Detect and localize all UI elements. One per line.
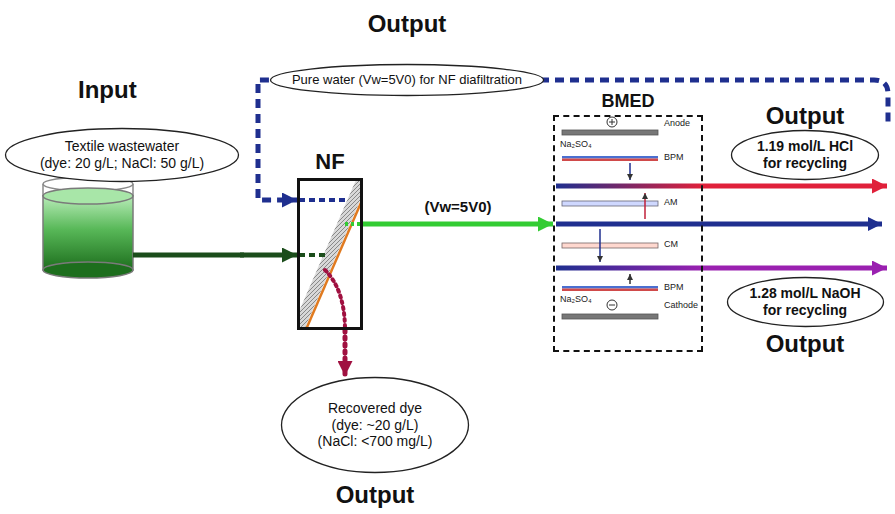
membrane-label: BPM	[664, 282, 684, 293]
ellipse-frame: Pure water (Vw=5V0) for NF diafiltration	[269, 63, 545, 97]
membrane-label: Cathode	[664, 300, 698, 311]
flow-arrow	[343, 330, 348, 376]
ellipse-text: Recovered dye(dye: ~20 g/L)(NaCl: <700 m…	[318, 400, 433, 450]
ellipse-text: Textile wastewater(dye: 20 g/L; NaCl: 50…	[40, 138, 204, 172]
node-text: 1.28 mol/L NaOH for recycling	[747, 285, 863, 319]
node-text: Textile wastewater	[40, 138, 204, 155]
feed-line	[133, 253, 244, 258]
output-ellipse: 1.19 mol/L HCl for recycling	[730, 129, 887, 190]
stage-label: Output	[368, 10, 447, 38]
output-ellipse: 1.28 mol/L NaOH for recycling	[726, 262, 888, 328]
bmed-stack	[556, 117, 882, 319]
stage-label: Output	[336, 481, 415, 509]
membrane-label: BPM	[664, 152, 684, 163]
membrane-label: Anode	[664, 118, 690, 129]
output-ellipse: Recovered dye(dye: ~20 g/L)(NaCl: <700 m…	[280, 376, 470, 474]
node-text: Recovered dye	[318, 400, 433, 417]
node-text: (dye: ~20 g/L)	[318, 417, 433, 434]
ellipse-frame: 1.28 mol/L NaOH for recycling	[726, 276, 885, 328]
stage-label: Output	[766, 330, 845, 358]
nf-unit: NF	[297, 146, 363, 330]
node-text: Pure water (Vw=5V0) for NF diafiltration	[292, 72, 522, 88]
input-ellipse: Textile wastewater(dye: 20 g/L; NaCl: 50…	[4, 127, 240, 280]
output-ellipse: Pure water (Vw=5V0) for NF diafiltration	[269, 63, 545, 97]
nf-membrane	[299, 180, 361, 328]
membrane-label: CM	[664, 239, 678, 250]
node-text: 1.19 mol/L HCl for recycling	[752, 138, 859, 172]
ellipse-frame: Textile wastewater(dye: 20 g/L; NaCl: 50…	[4, 127, 240, 183]
bmed-unit-frame	[553, 115, 703, 352]
stage-label: Output	[766, 102, 845, 130]
flow-arrow	[703, 184, 887, 189]
unit-label: BMED	[553, 88, 703, 115]
membrane-label: Na₂SO₄	[560, 294, 592, 305]
ellipse-text: Pure water (Vw=5V0) for NF diafiltration	[292, 72, 522, 88]
ellipse-text: 1.28 mol/L NaOH for recycling	[747, 285, 863, 319]
flow-arrow	[363, 222, 553, 227]
ellipse-frame: Recovered dye(dye: ~20 g/L)(NaCl: <700 m…	[280, 376, 470, 474]
ellipse-frame: 1.19 mol/L HCl for recycling	[730, 129, 880, 181]
ellipse-text: 1.19 mol/L HCl for recycling	[752, 138, 859, 172]
flow-arrow	[240, 253, 297, 258]
nf-unit-frame	[297, 178, 363, 330]
node-text: (NaCl: <700 mg/L)	[318, 433, 433, 450]
stage-label: Input	[78, 76, 137, 104]
flow-arrow	[703, 266, 887, 271]
node-text: (dye: 20 g/L; NaCl: 50 g/L)	[40, 155, 204, 172]
membrane-label: Na₂SO₄	[560, 139, 592, 150]
flow-label: (Vw=5V0)	[421, 198, 494, 215]
membrane-label: AM	[664, 197, 678, 208]
beaker-illustration	[43, 177, 133, 278]
flow-arrow	[258, 80, 297, 200]
unit-label: NF	[297, 146, 363, 178]
